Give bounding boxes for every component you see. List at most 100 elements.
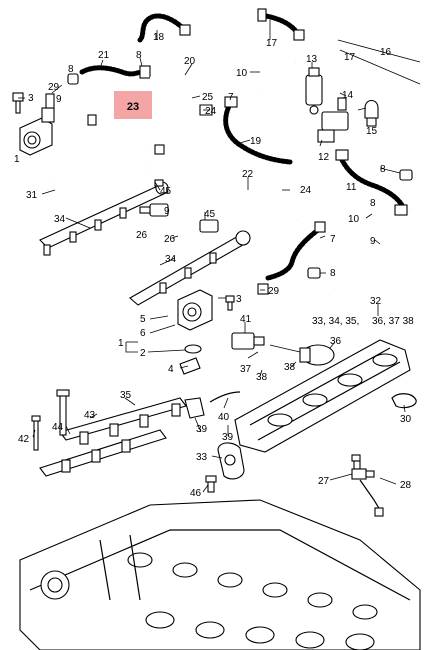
highlight-box-23 xyxy=(114,91,152,119)
bolt-10-upper xyxy=(154,179,164,187)
callout-8-top: 8 xyxy=(136,50,142,61)
hose-11 xyxy=(335,149,405,208)
clip-8-mid xyxy=(307,267,321,279)
line-31 xyxy=(47,148,151,202)
rail-44 xyxy=(39,429,167,477)
valve-14 xyxy=(317,97,349,143)
callout-3-center: 3 xyxy=(236,294,242,305)
callout-19: 19 xyxy=(250,136,262,147)
hose-18 xyxy=(137,13,191,43)
clip-29-mid xyxy=(257,283,269,295)
callout-41: 41 xyxy=(240,314,252,325)
callout-13: 13 xyxy=(306,54,318,65)
callout-29-mid: 29 xyxy=(268,286,280,297)
valve-4 xyxy=(179,357,201,375)
valve-15 xyxy=(364,99,379,127)
fuel-rail-34-lower xyxy=(129,230,251,306)
callout-17: 17 xyxy=(266,38,278,49)
hose-21 xyxy=(79,65,151,79)
callout-36: 36 xyxy=(330,336,342,347)
callout-2: 2 xyxy=(140,348,146,359)
valve-41 xyxy=(231,332,265,350)
callout-45-lower: 45 xyxy=(204,209,216,220)
callout-18: 18 xyxy=(153,32,165,43)
callout-34-upper: 34 xyxy=(54,214,66,225)
callout-33: 33 xyxy=(196,452,208,463)
bolt-3-center xyxy=(225,295,235,311)
callout-36-list: 36, 37 38 xyxy=(372,316,414,327)
clip-40 xyxy=(209,391,241,403)
sensor-13 xyxy=(305,67,323,115)
callout-35: 35 xyxy=(120,390,132,401)
callout-1-left: 1 xyxy=(14,154,20,165)
screw-43 xyxy=(56,389,70,436)
hose-16 xyxy=(304,35,421,166)
clip-8-right xyxy=(399,169,413,181)
callout-labels: 18 17 16 21 8 20 13 17 3 29 8 9 10 14 25… xyxy=(14,32,414,499)
callout-8-right: 8 xyxy=(380,164,386,175)
callout-23: 23 xyxy=(127,101,139,113)
intake-rail-32 xyxy=(234,339,411,453)
cylinder-head xyxy=(19,499,421,650)
bolt-42 xyxy=(31,415,41,451)
callout-8-far-right: 8 xyxy=(370,198,376,209)
callout-30: 30 xyxy=(400,414,412,425)
callout-9-mid: 9 xyxy=(164,206,170,217)
callout-16: 16 xyxy=(380,47,392,58)
callout-39-b: 39 xyxy=(222,432,234,443)
pump-1-center xyxy=(177,289,213,331)
hose-17 xyxy=(257,8,305,41)
callout-14: 14 xyxy=(342,90,354,101)
callout-5: 5 xyxy=(140,314,146,325)
callout-44: 44 xyxy=(52,422,64,433)
hose-7-right xyxy=(265,221,326,281)
callout-28: 28 xyxy=(400,480,412,491)
callout-37: 37 xyxy=(240,364,252,375)
leader-lines xyxy=(18,20,406,493)
callout-45-upper: 45 xyxy=(160,186,172,197)
callout-33-list: 33, 34, 35, xyxy=(312,316,359,327)
callout-25: 25 xyxy=(202,92,214,103)
injector-27-28 xyxy=(351,454,384,517)
damper-36 xyxy=(269,344,335,366)
clip-8-left xyxy=(67,73,79,85)
callout-3-left: 3 xyxy=(28,93,34,104)
callout-31: 31 xyxy=(26,190,38,201)
callout-39-a: 39 xyxy=(196,424,208,435)
callout-38-a: 38 xyxy=(256,372,268,383)
bracket-39 xyxy=(184,397,205,419)
callout-40: 40 xyxy=(218,412,230,423)
callout-7-right: 7 xyxy=(330,234,336,245)
pipe-9-right xyxy=(329,204,416,297)
pipe-22 xyxy=(230,190,299,221)
pipe-20 xyxy=(149,47,296,92)
callout-10-top: 10 xyxy=(236,68,248,79)
callout-46: 46 xyxy=(190,488,202,499)
callout-7-top: 7 xyxy=(228,92,234,103)
callout-6: 6 xyxy=(140,328,146,339)
callout-43: 43 xyxy=(84,410,96,421)
callout-24-top: 24 xyxy=(205,106,217,117)
callout-24-mid: 24 xyxy=(300,185,312,196)
callout-27: 27 xyxy=(318,476,330,487)
sensor-45-lower xyxy=(199,219,219,233)
callout-12: 12 xyxy=(318,152,330,163)
pump-1-left xyxy=(19,93,55,156)
callout-38-b: 38 xyxy=(284,362,296,373)
callout-22: 22 xyxy=(242,169,254,180)
callout-8-left: 8 xyxy=(68,64,74,75)
gasket-30 xyxy=(391,393,417,409)
callout-8-mid: 8 xyxy=(330,268,336,279)
hose-19 xyxy=(223,96,293,165)
callout-9-right: 9 xyxy=(370,236,376,247)
callout-4: 4 xyxy=(168,364,174,375)
callout-11: 11 xyxy=(346,182,357,193)
callout-26-mid: 26 xyxy=(164,234,176,245)
bolt-3-left xyxy=(12,92,24,114)
callout-1-center: 1 xyxy=(118,338,124,349)
bolt-46 xyxy=(205,475,217,493)
sensor-45-upper xyxy=(139,203,169,217)
seal-2 xyxy=(184,344,202,354)
callout-34-lower: 34 xyxy=(165,254,177,265)
